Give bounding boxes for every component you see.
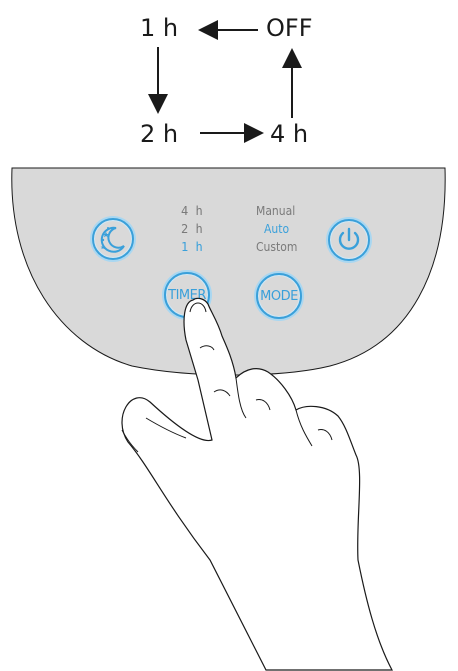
mode-button-label: MODE	[260, 289, 298, 304]
power-button[interactable]	[328, 219, 370, 261]
mode-option-manual: Manual	[256, 204, 296, 218]
cycle-label-4h: 4 h	[270, 120, 309, 148]
mode-button[interactable]: MODE	[256, 273, 302, 319]
power-icon	[338, 227, 360, 250]
timer-option-4h: 4 h	[181, 204, 203, 218]
cycle-label-1h: 1 h	[140, 14, 179, 42]
cycle-label-2h: 2 h	[140, 120, 179, 148]
moon-stars-icon	[100, 226, 125, 253]
sleep-button[interactable]	[92, 218, 134, 260]
timer-option-2h: 2 h	[181, 222, 203, 236]
cycle-label-off: OFF	[266, 14, 313, 42]
timer-option-1h: 1 h	[181, 240, 203, 254]
mode-option-custom: Custom	[256, 240, 298, 254]
mode-option-auto: Auto	[264, 222, 290, 236]
